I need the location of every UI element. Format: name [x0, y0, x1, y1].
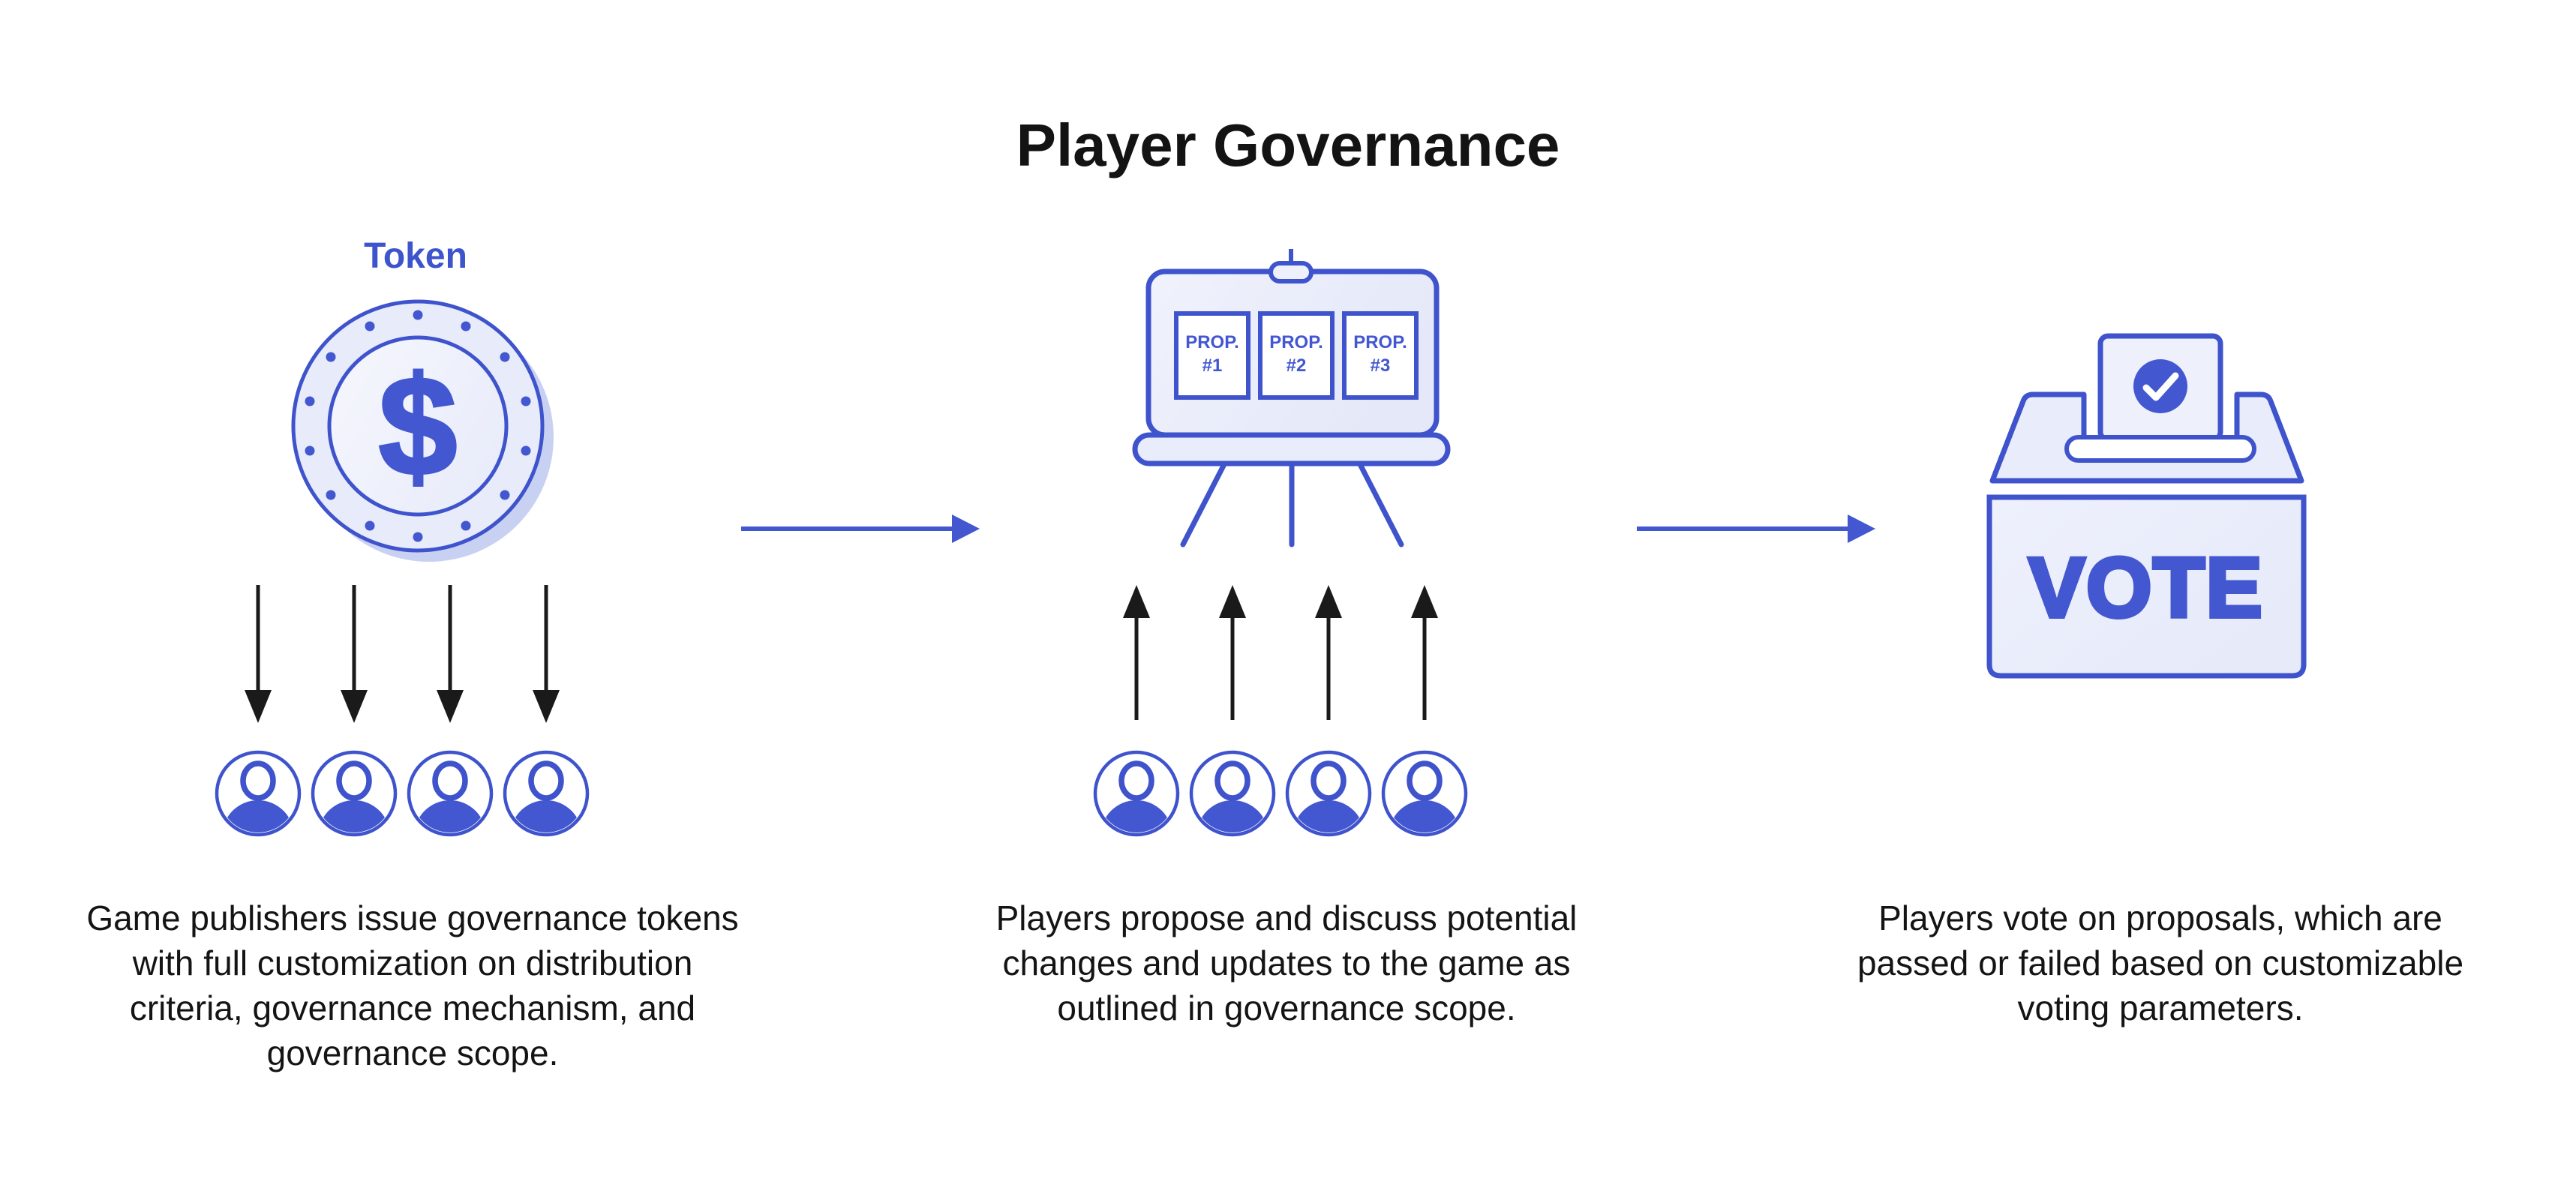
user-avatar-icon: [409, 752, 491, 872]
proposal-board-icon: PROP. #1 PROP. #2 PROP. #3: [1132, 249, 1451, 548]
ballot-box-body: [1986, 494, 2307, 679]
down-arrow-icon: [533, 585, 560, 723]
ballot-paper: [2097, 333, 2223, 442]
proposers: [1095, 752, 1466, 872]
proposal-card: PROP. #3: [1342, 311, 1419, 400]
proposal-card-title: PROP.: [1353, 332, 1407, 352]
check-circle-icon: [2133, 359, 2187, 413]
token-description: Game publishers issue governance tokens …: [75, 896, 750, 1076]
proposal-card: PROP. #2: [1258, 311, 1335, 400]
proposal-card: PROP. #1: [1174, 311, 1250, 400]
proposal-card-title: PROP.: [1269, 332, 1323, 352]
description-line: with full customization on distribution: [132, 944, 693, 982]
up-arrow-icon: [1219, 585, 1246, 720]
token-coin-icon: $: [291, 299, 554, 562]
board-tray: [1132, 432, 1451, 466]
user-avatar-icon: [1383, 752, 1466, 872]
flow-arrow-left-to-middle: [741, 514, 980, 543]
dollar-sign: $: [379, 347, 458, 505]
user-avatar-icon: [1191, 752, 1274, 872]
description-line: Players propose and discuss potential: [995, 898, 1578, 938]
user-avatar-icon: [313, 752, 395, 872]
description-line: passed or failed based on customizable: [1857, 944, 2464, 982]
ballot-slot: [2064, 435, 2256, 463]
coin-inner-circle: [327, 335, 509, 517]
user-avatar-icon: [217, 752, 299, 872]
description-line: Players vote on proposals, which are: [1878, 898, 2442, 938]
ballot-box-icon: VOTE: [1986, 333, 2307, 679]
up-arrow-icon: [1315, 585, 1342, 720]
description-line: outlined in governance scope.: [1057, 988, 1516, 1028]
proposal-card-number: #1: [1202, 356, 1223, 376]
checkmark-icon: [2142, 372, 2179, 401]
down-arrow-icon: [437, 585, 464, 723]
proposal-arrows: [1123, 585, 1438, 720]
description-line: voting parameters.: [2017, 988, 2304, 1028]
description-line: Game publishers issue governance tokens: [86, 898, 739, 938]
description-line: criteria, governance mechanism, and: [129, 988, 696, 1028]
vote-label: VOTE: [2029, 541, 2264, 634]
flow-arrow-middle-to-right: [1637, 514, 1875, 543]
page-title: Player Governance: [1016, 112, 1560, 178]
up-arrow-icon: [1123, 585, 1150, 720]
user-avatar-icon: [505, 752, 587, 872]
board-clip: [1268, 261, 1314, 284]
down-arrow-icon: [245, 585, 272, 723]
user-avatar-icon: [1095, 752, 1178, 872]
easel-legs: [1180, 461, 1404, 548]
vote-description: Players vote on proposals, which are pas…: [1823, 896, 2498, 1030]
token-distribution-arrows: [245, 585, 560, 723]
proposal-card-number: #3: [1371, 356, 1391, 376]
down-arrow-icon: [341, 585, 368, 723]
token-holders: [217, 752, 587, 872]
coin-rim-dots: [305, 310, 531, 542]
proposals-description: Players propose and discuss potential ch…: [949, 896, 1624, 1030]
proposal-card-number: #2: [1286, 356, 1307, 376]
description-line: governance scope.: [266, 1034, 559, 1072]
proposal-card-title: PROP.: [1185, 332, 1239, 352]
up-arrow-icon: [1411, 585, 1438, 720]
user-avatar-icon: [1287, 752, 1370, 872]
description-line: changes and updates to the game as: [1002, 944, 1571, 982]
token-label: Token: [364, 236, 467, 276]
